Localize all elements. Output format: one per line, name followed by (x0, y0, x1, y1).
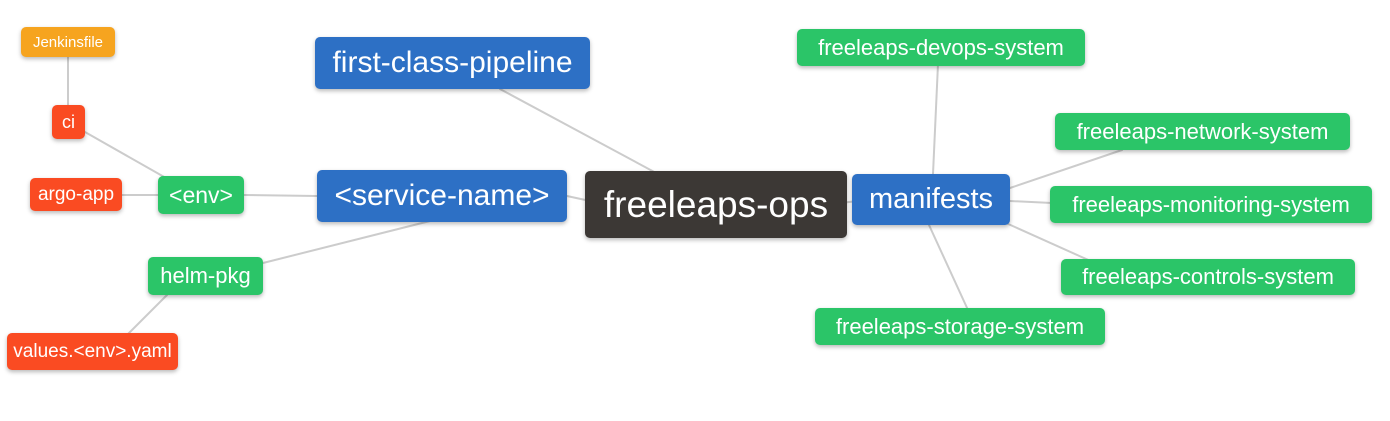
edge-manifests-to-freeleaps-devops-system (932, 63, 939, 175)
edge-manifests-to-freeleaps-monitoring-system (1009, 200, 1053, 204)
edge-manifests-to-freeleaps-network-system (1009, 149, 1123, 189)
node-manifests[interactable]: manifests (852, 174, 1010, 225)
edge-values-env-yaml-to-helm-pkg (127, 294, 168, 335)
node-freeleaps-storage-system[interactable]: freeleaps-storage-system (815, 308, 1105, 345)
edge-helm-pkg-to-service-name (262, 220, 431, 264)
node-service-name[interactable]: <service-name> (317, 170, 567, 222)
node-first-class-pipeline[interactable]: first-class-pipeline (315, 37, 590, 89)
node-env[interactable]: <env> (158, 176, 244, 214)
node-jenkinsfile[interactable]: Jenkinsfile (21, 27, 115, 57)
node-ci[interactable]: ci (52, 105, 85, 139)
node-freeleaps-devops-system[interactable]: freeleaps-devops-system (797, 29, 1085, 66)
edge-first-class-pipeline-to-freeleaps-ops (499, 88, 659, 175)
node-freeleaps-ops[interactable]: freeleaps-ops (585, 171, 847, 238)
node-freeleaps-controls-system[interactable]: freeleaps-controls-system (1061, 259, 1355, 295)
edge-manifests-to-freeleaps-controls-system (1005, 222, 1096, 264)
node-values-env-yaml[interactable]: values.<env>.yaml (7, 333, 178, 370)
node-freeleaps-monitoring-system[interactable]: freeleaps-monitoring-system (1050, 186, 1372, 223)
edge-ci-to-env (84, 131, 167, 179)
node-freeleaps-network-system[interactable]: freeleaps-network-system (1055, 113, 1350, 150)
edge-env-to-service-name (243, 194, 318, 197)
node-helm-pkg[interactable]: helm-pkg (148, 257, 263, 295)
edge-manifests-to-freeleaps-storage-system (928, 224, 969, 311)
node-argo-app[interactable]: argo-app (30, 178, 122, 211)
